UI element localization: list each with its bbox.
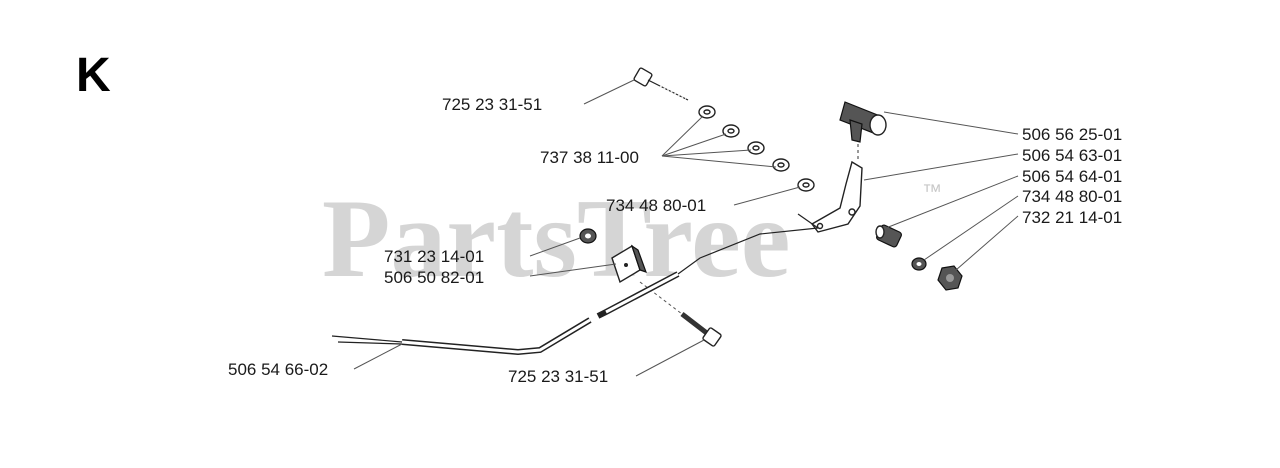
part-number-label: 506 54 66-02 [228, 360, 328, 379]
clip-bracket-icon [611, 244, 647, 284]
leader-line [635, 339, 705, 377]
part-number-label: 731 23 14-01 [384, 247, 484, 266]
bolt-icon [633, 67, 689, 101]
lever-arm-icon [810, 160, 863, 233]
watermark: PartsTree ™ [322, 177, 942, 301]
nut-icon [937, 265, 963, 291]
part-number-label: 506 54 64-01 [1022, 167, 1122, 186]
leader-line [661, 115, 704, 157]
part-number-label: 734 48 80-01 [1022, 187, 1122, 206]
leader-line [661, 133, 727, 157]
leader-line [885, 175, 1019, 229]
part-number-label: 506 56 25-01 [1022, 125, 1122, 144]
part-number-label: 732 21 14-01 [1022, 208, 1122, 227]
leader-line [661, 155, 777, 168]
leader-lines [353, 79, 1019, 377]
part-number-label: 725 23 31-51 [442, 95, 542, 114]
leader-line [529, 237, 581, 257]
part-number-label: 734 48 80-01 [606, 196, 706, 215]
leader-line [583, 79, 635, 105]
leader-line [955, 215, 1019, 271]
leader-line [529, 263, 617, 277]
nut-icon [579, 228, 597, 244]
leader-line [883, 111, 1019, 135]
leader-line [923, 195, 1019, 261]
washer-icon [911, 257, 927, 271]
washer-icon [747, 141, 765, 155]
watermark-text: PartsTree [322, 177, 791, 301]
part-number-label: 506 54 63-01 [1022, 146, 1122, 165]
washer-icon [698, 105, 716, 119]
part-number-label: 506 50 82-01 [384, 268, 484, 287]
leader-line [353, 343, 403, 370]
watermark-trademark: ™ [922, 181, 942, 203]
leader-line [863, 153, 1019, 181]
part-labels: 725 23 31-51 737 38 11-00 734 48 80-01 7… [228, 95, 1122, 386]
leader-line [733, 186, 801, 206]
stud-icon [875, 224, 902, 248]
knob-icon [839, 101, 887, 162]
part-number-label: 725 23 31-51 [508, 367, 608, 386]
washer-icon [772, 158, 790, 172]
washer-icon [722, 124, 740, 138]
leader-line [661, 149, 752, 157]
washer-icon [797, 178, 815, 192]
part-number-label: 737 38 11-00 [540, 148, 639, 167]
throttle-cable-icon [331, 213, 819, 356]
parts-drawing [331, 67, 963, 356]
section-letter: K [76, 49, 111, 102]
